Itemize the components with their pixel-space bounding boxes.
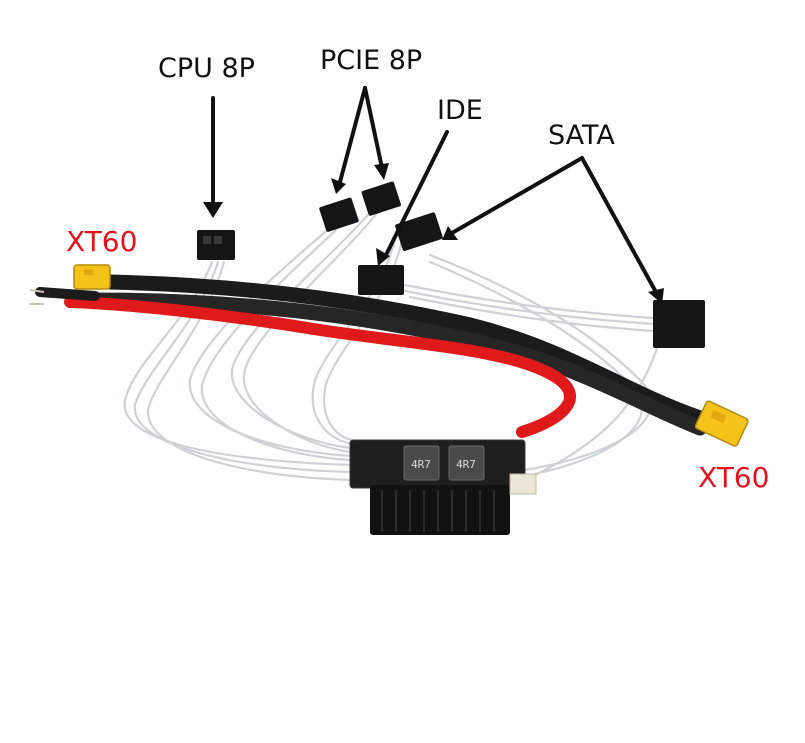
sata-connector-a bbox=[395, 212, 443, 251]
cpu-8p-connector bbox=[197, 230, 235, 260]
xt60-plug-left bbox=[73, 264, 111, 290]
ide-label: IDE bbox=[437, 95, 483, 126]
xt60-label-right: XT60 bbox=[698, 461, 770, 494]
arrow-heads bbox=[203, 163, 664, 304]
pcie-8p-connector-a bbox=[319, 197, 359, 232]
pcie-8p-connector-b bbox=[361, 181, 401, 216]
ide-connector bbox=[358, 265, 404, 295]
inductor-mark-left: 4R7 bbox=[411, 458, 431, 471]
psu-board bbox=[349, 439, 537, 535]
power-cables bbox=[35, 274, 708, 438]
inductor-mark-right: 4R7 bbox=[456, 458, 476, 471]
xt60-plug-right bbox=[694, 400, 749, 447]
sata-connector-b bbox=[653, 300, 705, 348]
pointer-arrows bbox=[211, 86, 659, 296]
cpu-8p-label: CPU 8P bbox=[158, 53, 255, 84]
wire-tips bbox=[29, 289, 45, 305]
sata-label: SATA bbox=[548, 120, 615, 151]
xt60-label-left: XT60 bbox=[66, 225, 138, 258]
pcie-8p-label: PCIE 8P bbox=[320, 45, 423, 76]
